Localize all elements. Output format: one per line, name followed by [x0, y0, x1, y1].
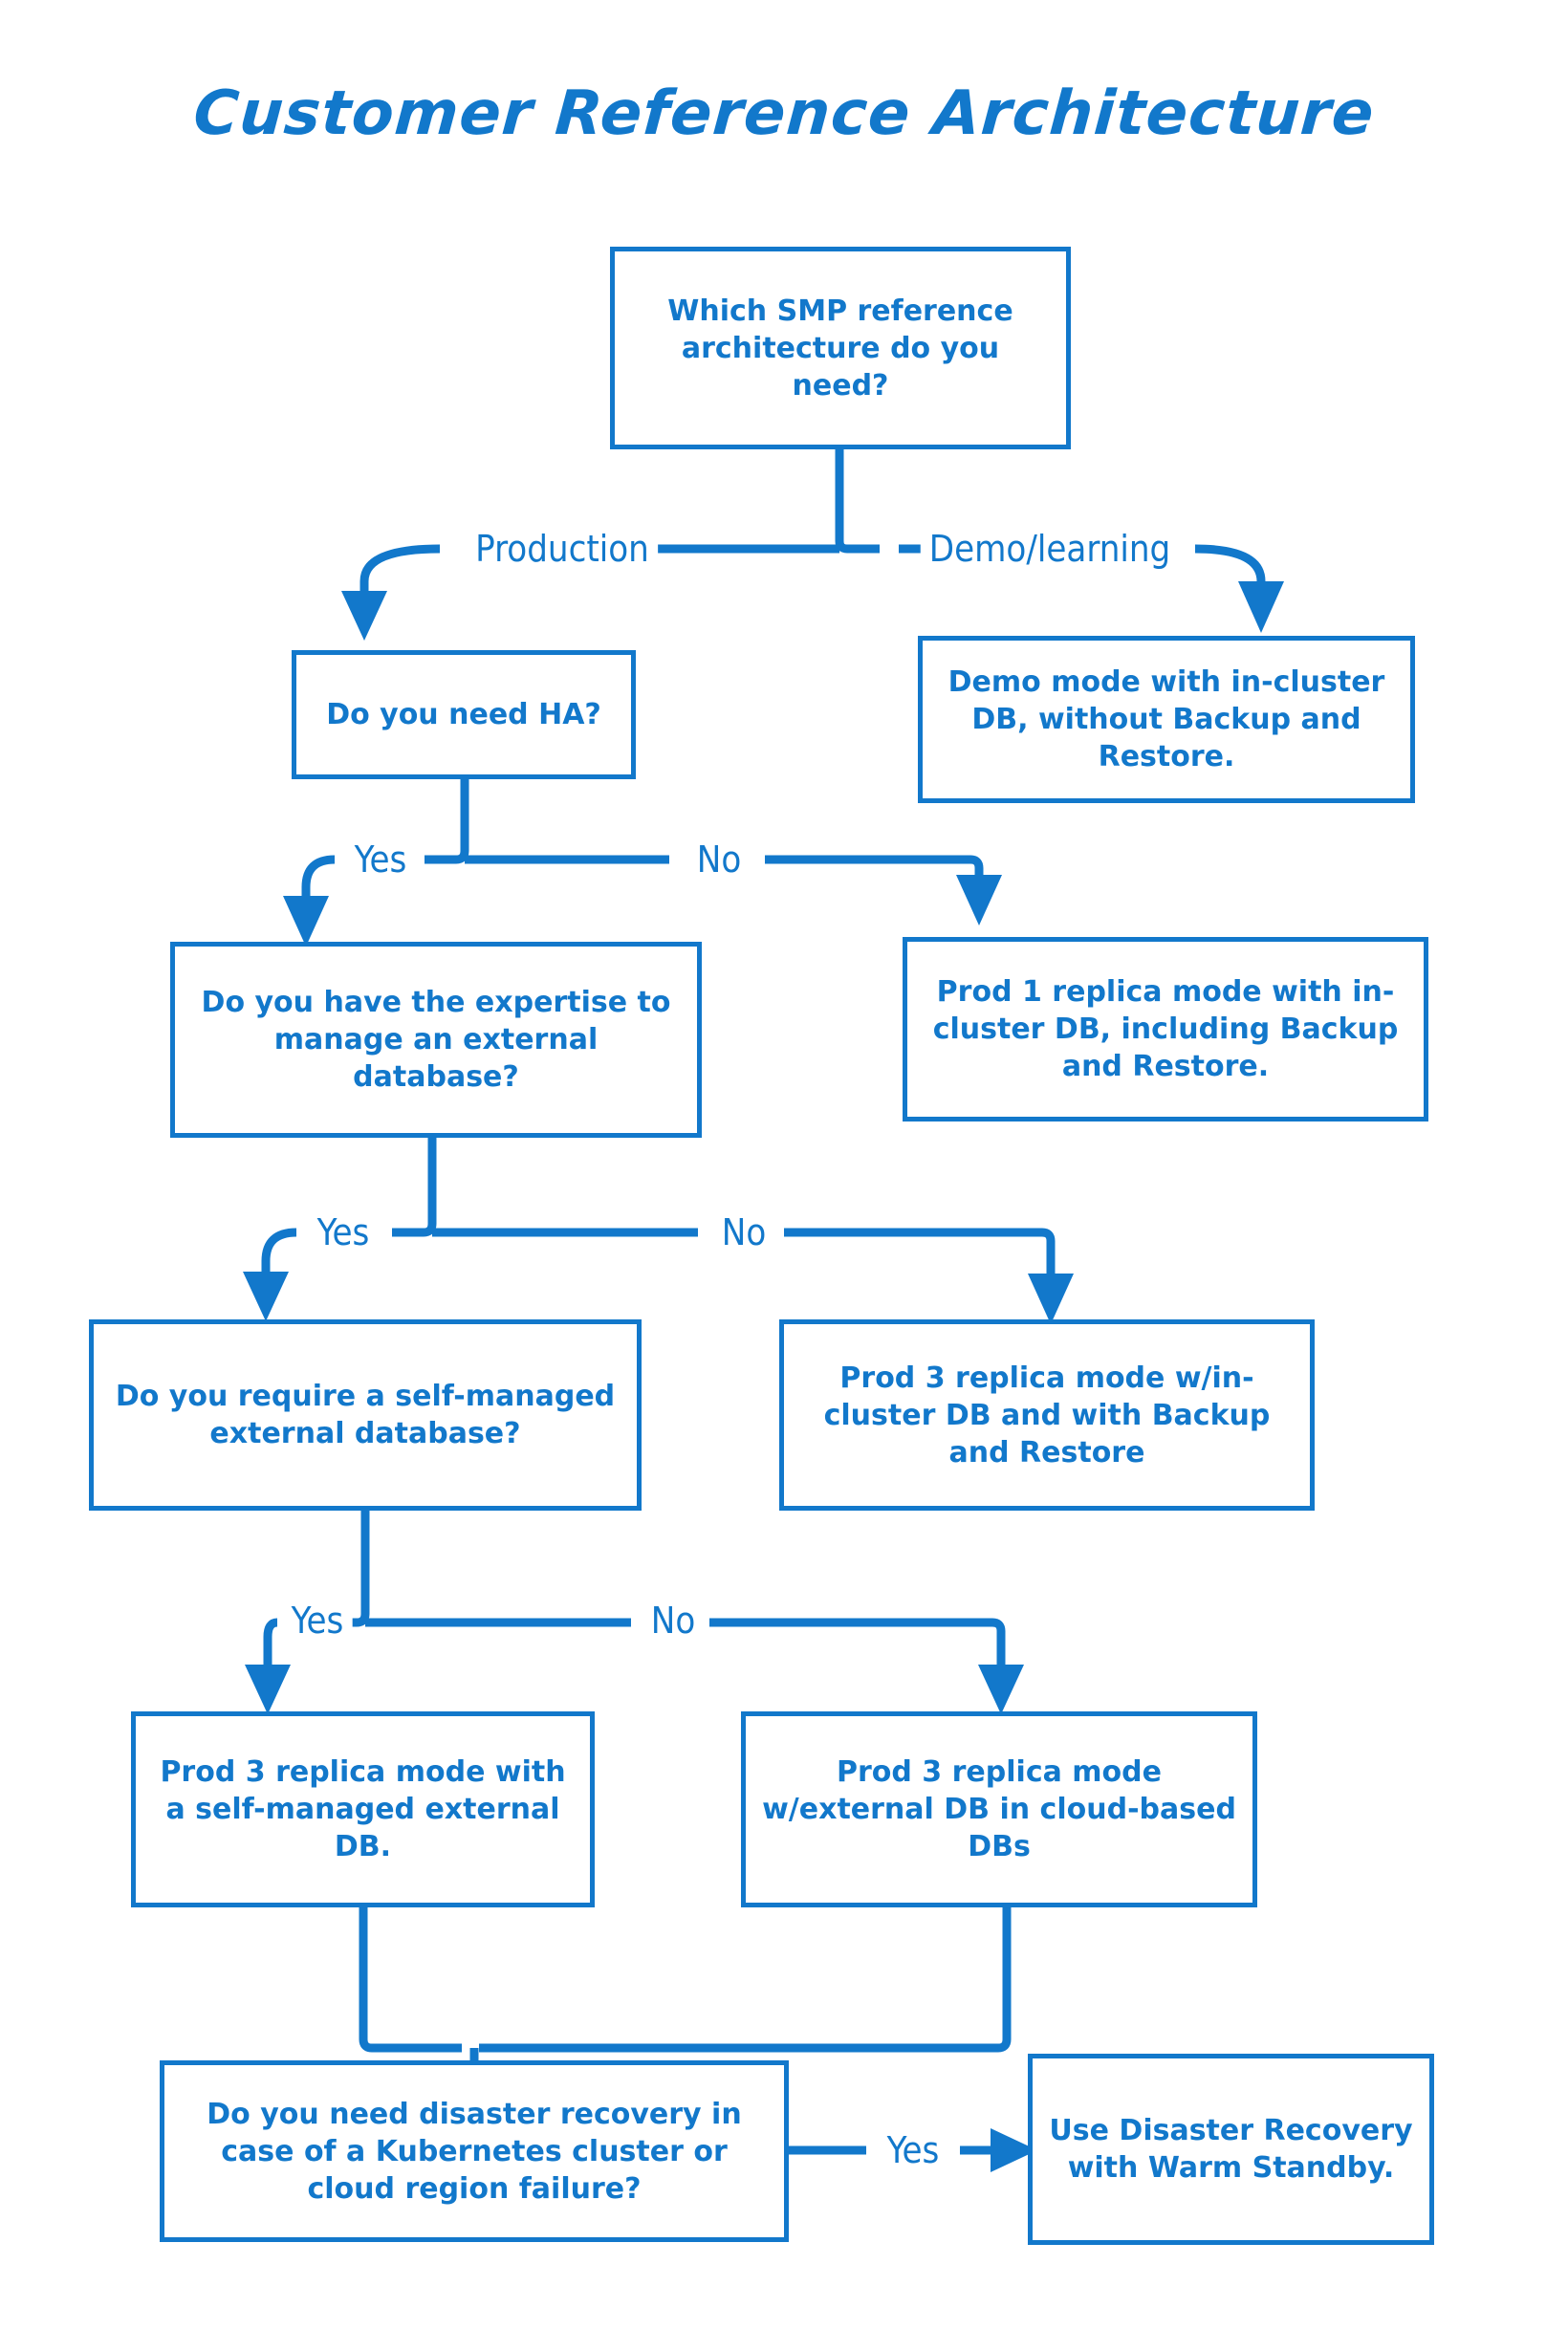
edge-label-selfmanaged-no: No: [642, 1602, 705, 1639]
edge-ha-yes-arrowhead: [283, 896, 329, 947]
edge-label-demo-learning: Demo/learning: [920, 531, 1180, 567]
node-do-you-need-ha[interactable]: Do you need HA?: [292, 650, 636, 779]
edge-label-dr-yes: Yes: [878, 2132, 948, 2168]
edge-production-arrowhead: [341, 591, 387, 641]
edge-label-expertise-yes: Yes: [308, 1214, 379, 1251]
edge-label-expertise-no: No: [712, 1214, 775, 1251]
edge-self-no-arrowhead: [978, 1665, 1024, 1714]
edge-label-ha-yes: Yes: [345, 841, 416, 878]
edge-ha-no: [765, 855, 984, 889]
edge-self-yes: [263, 1618, 278, 1683]
node-warm-standby-result[interactable]: Use Disaster Recovery with Warm Standby.: [1028, 2054, 1434, 2245]
edge-ha-yes: [301, 855, 336, 913]
edge-self-no: [709, 1618, 1006, 1681]
node-which-reference-architecture[interactable]: Which SMP reference architecture do you …: [610, 247, 1071, 449]
edge-label-selfmanaged-yes: Yes: [282, 1602, 353, 1639]
edge-exp-yes-arrowhead: [243, 1272, 289, 1321]
edge-ha-stem: [425, 779, 469, 864]
edge-exp-yes: [261, 1228, 297, 1289]
edge-label-ha-no: No: [687, 841, 751, 878]
node-disaster-recovery-question[interactable]: Do you need disaster recovery in case of…: [160, 2060, 789, 2242]
edge-exp-no: [784, 1228, 1056, 1289]
edge-which-split: [835, 447, 880, 554]
edge-exp-stem: [392, 1138, 437, 1237]
node-prod-3-replica-cloud-result[interactable]: Prod 3 replica mode w/external DB in clo…: [741, 1711, 1257, 1907]
edge-merge-right: [479, 1907, 1012, 2053]
node-prod-1-replica-result[interactable]: Prod 1 replica mode with in-cluster DB, …: [903, 937, 1428, 1121]
edge-self-yes-arrowhead: [245, 1665, 291, 1714]
edge-merge-left: [359, 1907, 462, 2053]
node-prod-3-replica-incluster-result[interactable]: Prod 3 replica mode w/in-cluster DB and …: [779, 1319, 1315, 1511]
edge-demo: [1194, 544, 1266, 599]
edge-production: [359, 544, 441, 612]
node-expertise-external-database[interactable]: Do you have the expertise to manage an e…: [170, 942, 702, 1138]
edge-label-production: Production: [467, 531, 658, 567]
node-demo-mode-result[interactable]: Demo mode with in-cluster DB, without Ba…: [918, 636, 1415, 803]
page-title: Customer Reference Architecture: [191, 78, 1377, 149]
node-require-self-managed-external-database[interactable]: Do you require a self-managed external d…: [89, 1319, 642, 1511]
edge-exp-no-arrowhead: [1028, 1274, 1074, 1324]
edge-ha-no-arrowhead: [956, 875, 1002, 925]
edge-demo-arrowhead: [1238, 581, 1284, 633]
node-prod-3-replica-self-managed-result[interactable]: Prod 3 replica mode with a self-managed …: [131, 1711, 595, 1907]
